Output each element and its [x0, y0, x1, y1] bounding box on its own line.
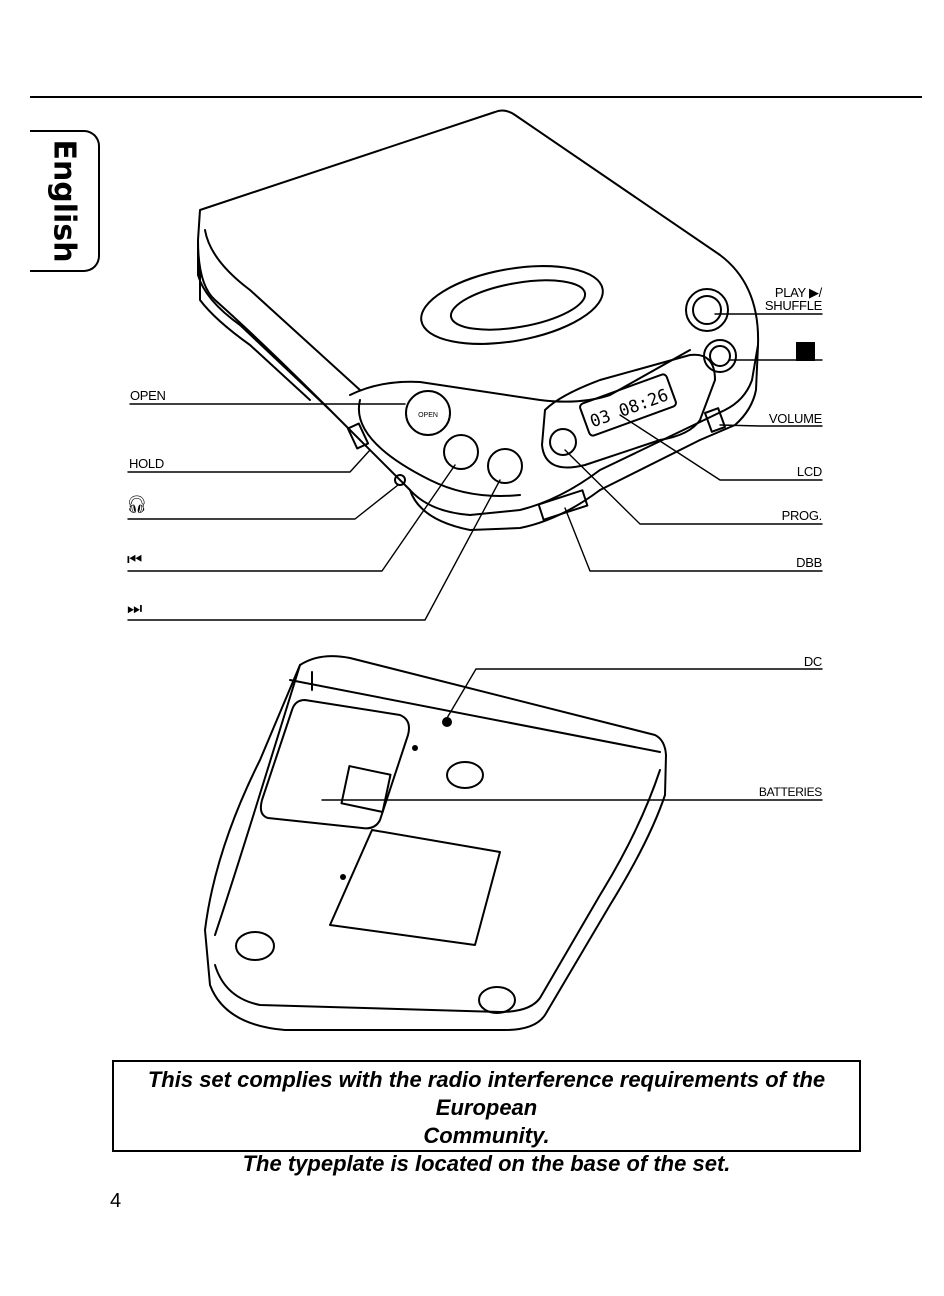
player-base-outline — [205, 656, 666, 1030]
label-dbb: DBB — [796, 556, 822, 569]
notice-line-3: The typeplate is located on the base of … — [114, 1150, 859, 1178]
notice-line-2: Community. — [114, 1122, 859, 1150]
lcd-readout: 03 08:26 — [587, 385, 671, 432]
label-batteries: BATTERIES — [759, 786, 822, 799]
label-dc: DC — [804, 655, 822, 668]
prev-button-shape — [444, 435, 478, 469]
label-lcd: LCD — [797, 465, 822, 478]
label-hold: HOLD — [129, 457, 164, 470]
compliance-notice: This set complies with the radio interfe… — [112, 1060, 861, 1152]
page-number: 4 — [110, 1190, 121, 1213]
notice-line-1: This set complies with the radio interfe… — [114, 1066, 859, 1122]
headphones-icon: 🎧︎ — [126, 497, 148, 514]
label-prog: PROG. — [782, 509, 822, 522]
open-button-text: OPEN — [418, 412, 438, 419]
stop-button-shape — [704, 340, 736, 372]
label-volume: VOLUME — [769, 412, 822, 425]
next-button-shape — [488, 449, 522, 483]
stop-symbol — [796, 342, 815, 361]
prog-button-shape — [550, 429, 576, 455]
label-open: OPEN — [130, 389, 166, 402]
skip-previous-icon: ⏮ — [127, 552, 142, 569]
skip-next-icon: ⏭ — [127, 601, 142, 618]
label-shuffle: SHUFFLE — [765, 299, 822, 312]
